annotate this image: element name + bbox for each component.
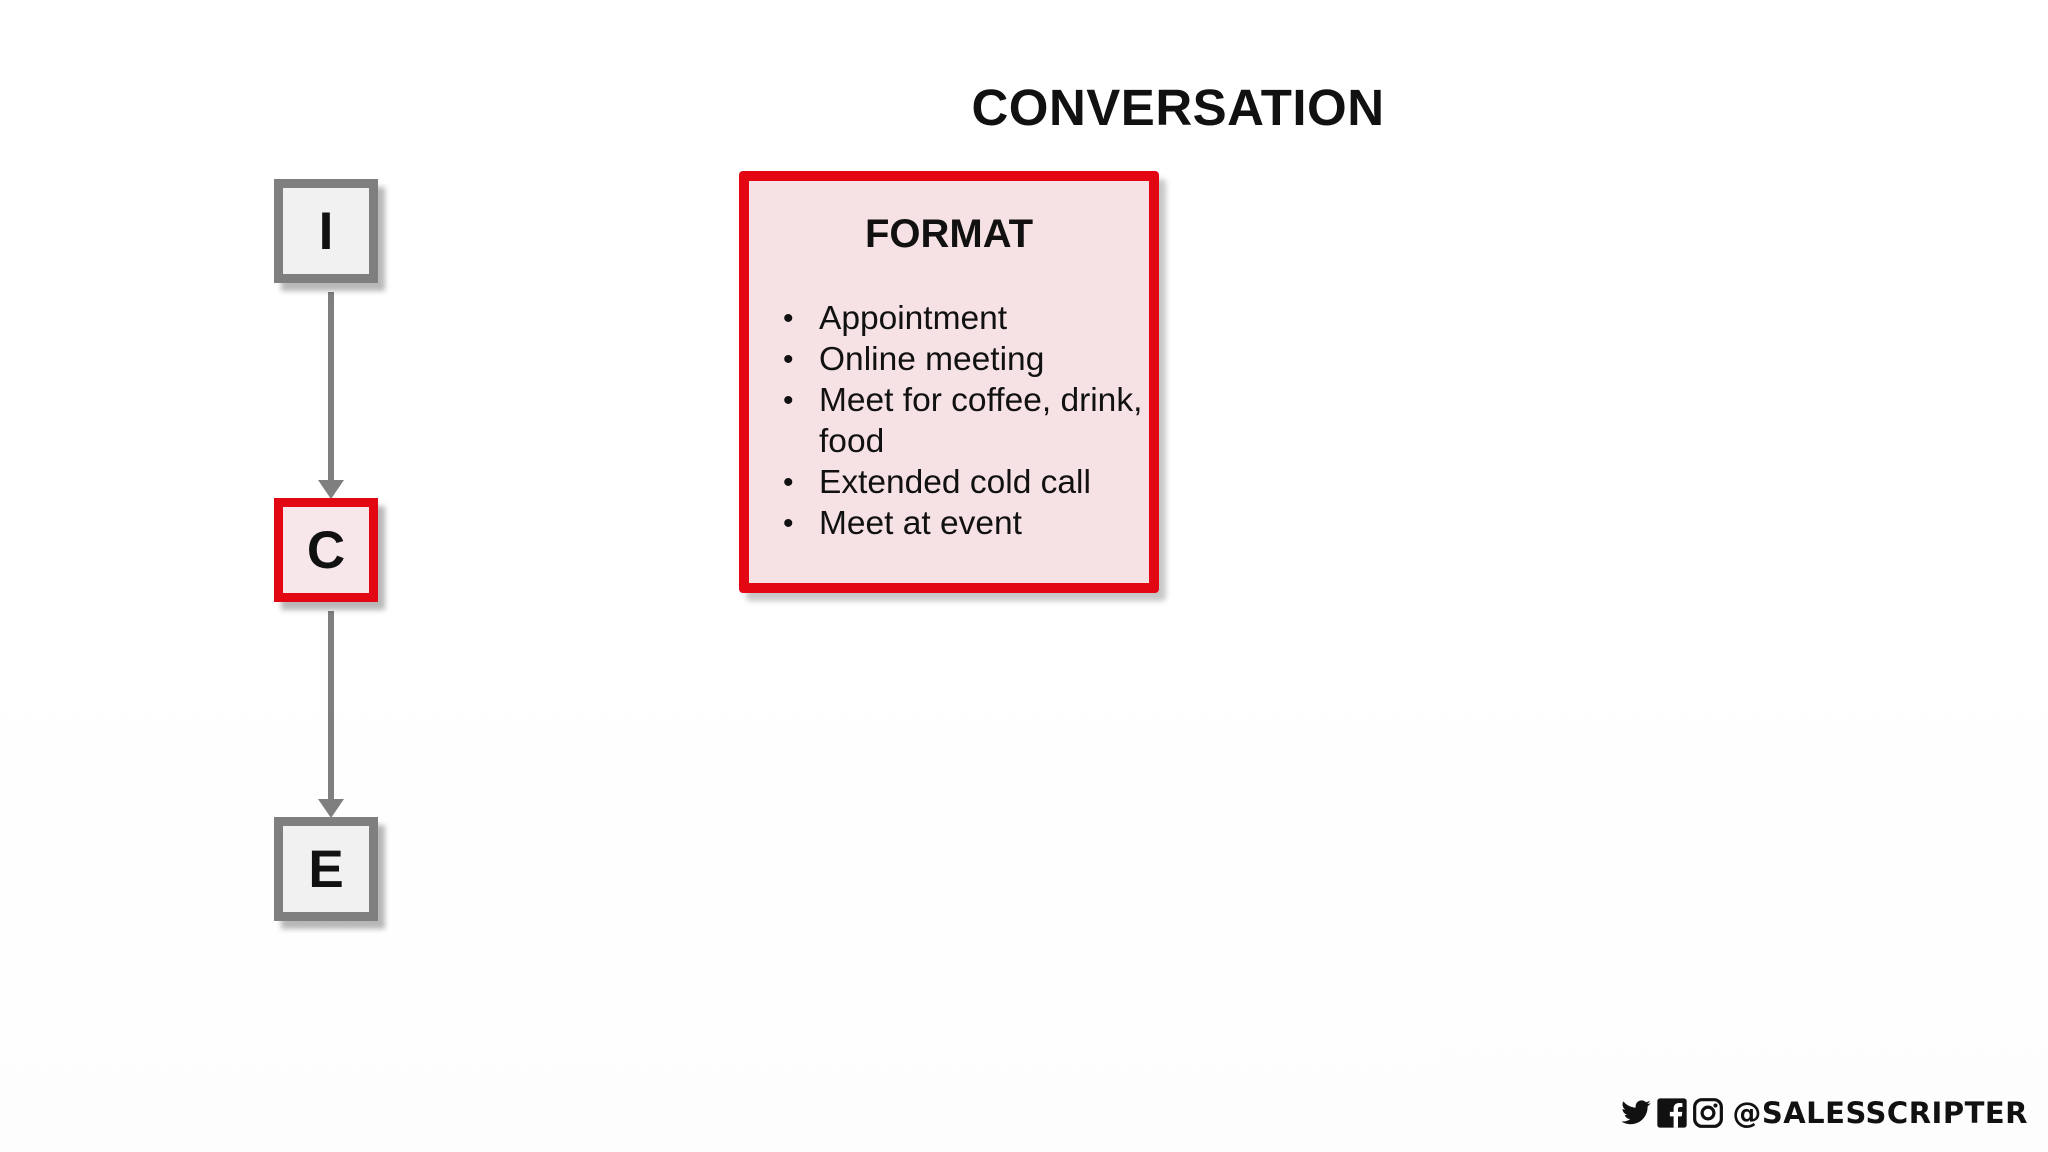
list-item-text: Appointment [819,300,1008,337]
bullet-icon: • [783,384,794,417]
step-label: E [308,839,344,899]
slide-title: CONVERSATION [971,79,1385,136]
connector-c-e [318,611,344,818]
format-card: FORMAT • Appointment • Online meeting • Mee… [739,171,1159,593]
step-label: C [306,520,346,580]
list-item: • Appointment [775,298,1147,339]
step-box-c: C [274,498,378,602]
step-box-e: E [274,817,378,921]
list-item: • Online meeting [775,339,1147,380]
list-item: • Extended cold call [775,462,1147,503]
format-list: • Appointment • Online meeting • Meet for c… [775,298,1147,544]
facebook-icon [1657,1098,1687,1128]
list-item-text: Online meeting [819,341,1045,378]
format-card-title: FORMAT [864,212,1034,256]
connector-i-c [318,292,344,499]
instagram-icon [1693,1098,1724,1128]
social-handle[interactable]: @SALESSCRIPTER [1732,1096,2028,1130]
bullet-icon: • [783,507,794,540]
list-item-text: Meet for coffee, drink, food [819,382,1143,460]
bullet-icon: • [783,343,794,376]
social-footer: @SALESSCRIPTER [1620,1096,2028,1130]
bullet-icon: • [783,302,794,335]
list-item-text: Meet at event [819,505,1022,542]
step-label: I [318,201,334,261]
list-item: • Meet for coffee, drink, food [775,380,1147,462]
bullet-icon: • [783,466,794,499]
list-item-text: Extended cold call [819,464,1091,501]
step-box-i: I [274,179,378,283]
twitter-icon [1621,1100,1651,1125]
list-item: • Meet at event [775,503,1147,544]
